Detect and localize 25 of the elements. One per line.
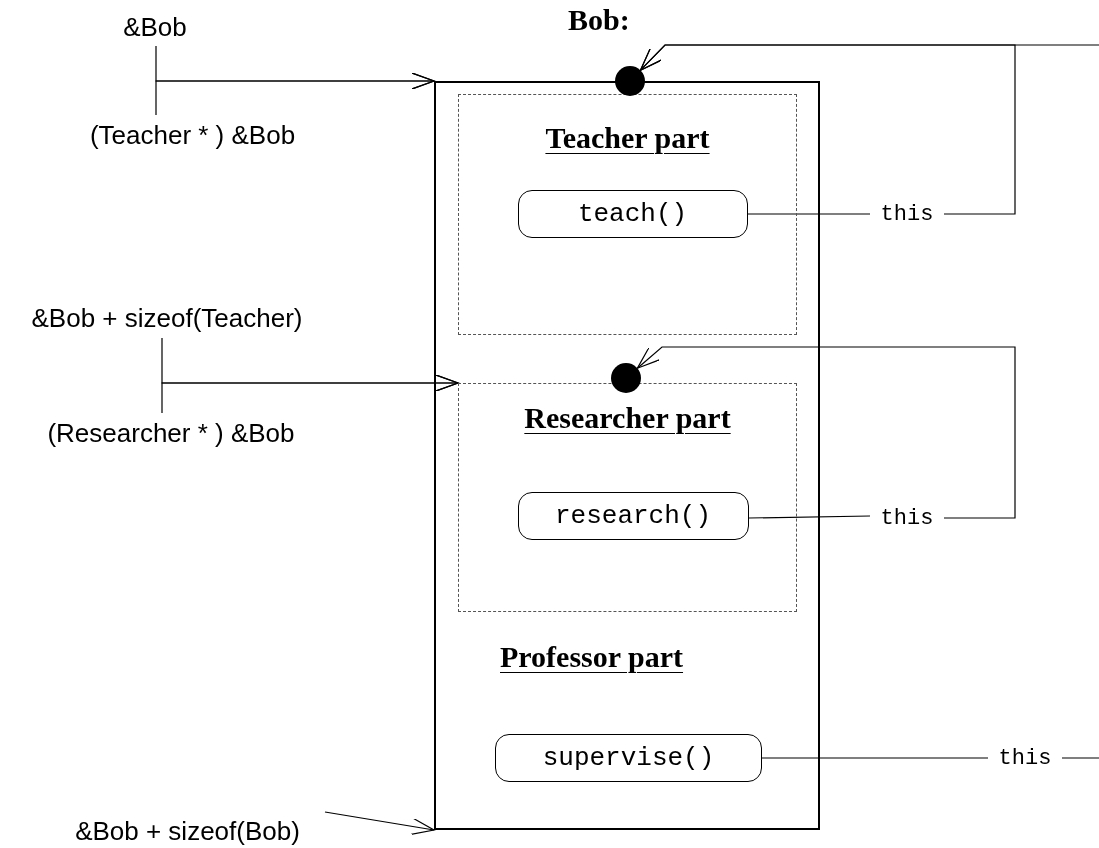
method-box: teach() [517, 189, 748, 238]
part-heading: Researcher part [523, 401, 732, 435]
part-heading: Professor part [500, 640, 684, 674]
arrow [636, 346, 1016, 519]
connector-line [748, 515, 871, 519]
object-dot [611, 363, 641, 393]
method-box: research() [517, 491, 749, 540]
part-heading: Teacher part [544, 121, 711, 155]
part-box [458, 94, 797, 335]
connector-line [1061, 757, 1099, 759]
arrow [324, 811, 435, 835]
arrow [161, 374, 459, 414]
object-title: Bob: [568, 3, 630, 37]
connector-line [747, 213, 871, 215]
pointer-label: (Teacher * ) &Bob [60, 115, 325, 155]
arrow [155, 72, 435, 116]
method-box: supervise() [495, 734, 762, 782]
arrow [639, 44, 1099, 71]
object-dot [615, 66, 645, 96]
address-label: &Bob + sizeof(Teacher) [2, 298, 332, 338]
connector-line [761, 757, 989, 759]
pointer-label: (Researcher * ) &Bob [25, 413, 317, 453]
address-label: &Bob [110, 8, 200, 46]
part-box [458, 383, 797, 612]
address-label: &Bob + sizeof(Bob) [50, 812, 325, 848]
